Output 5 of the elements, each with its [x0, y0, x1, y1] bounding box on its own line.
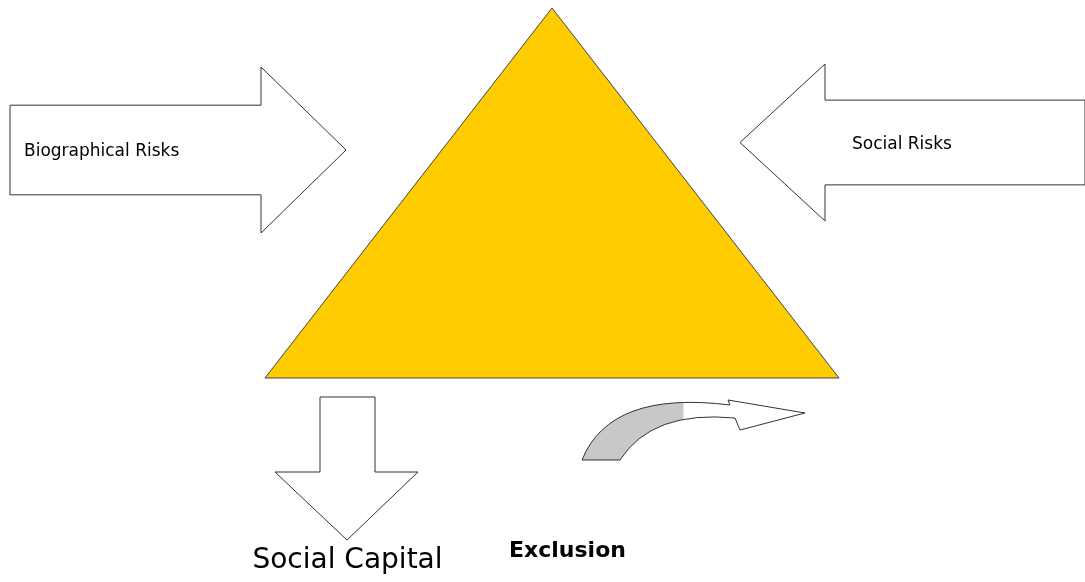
block-arrow	[274, 396, 419, 541]
node-label: Social Capital	[252, 541, 443, 575]
node-label: Social Risks	[852, 132, 952, 153]
node-label: Exclusion	[509, 536, 626, 562]
node-label: Biographical Risks	[24, 140, 180, 160]
